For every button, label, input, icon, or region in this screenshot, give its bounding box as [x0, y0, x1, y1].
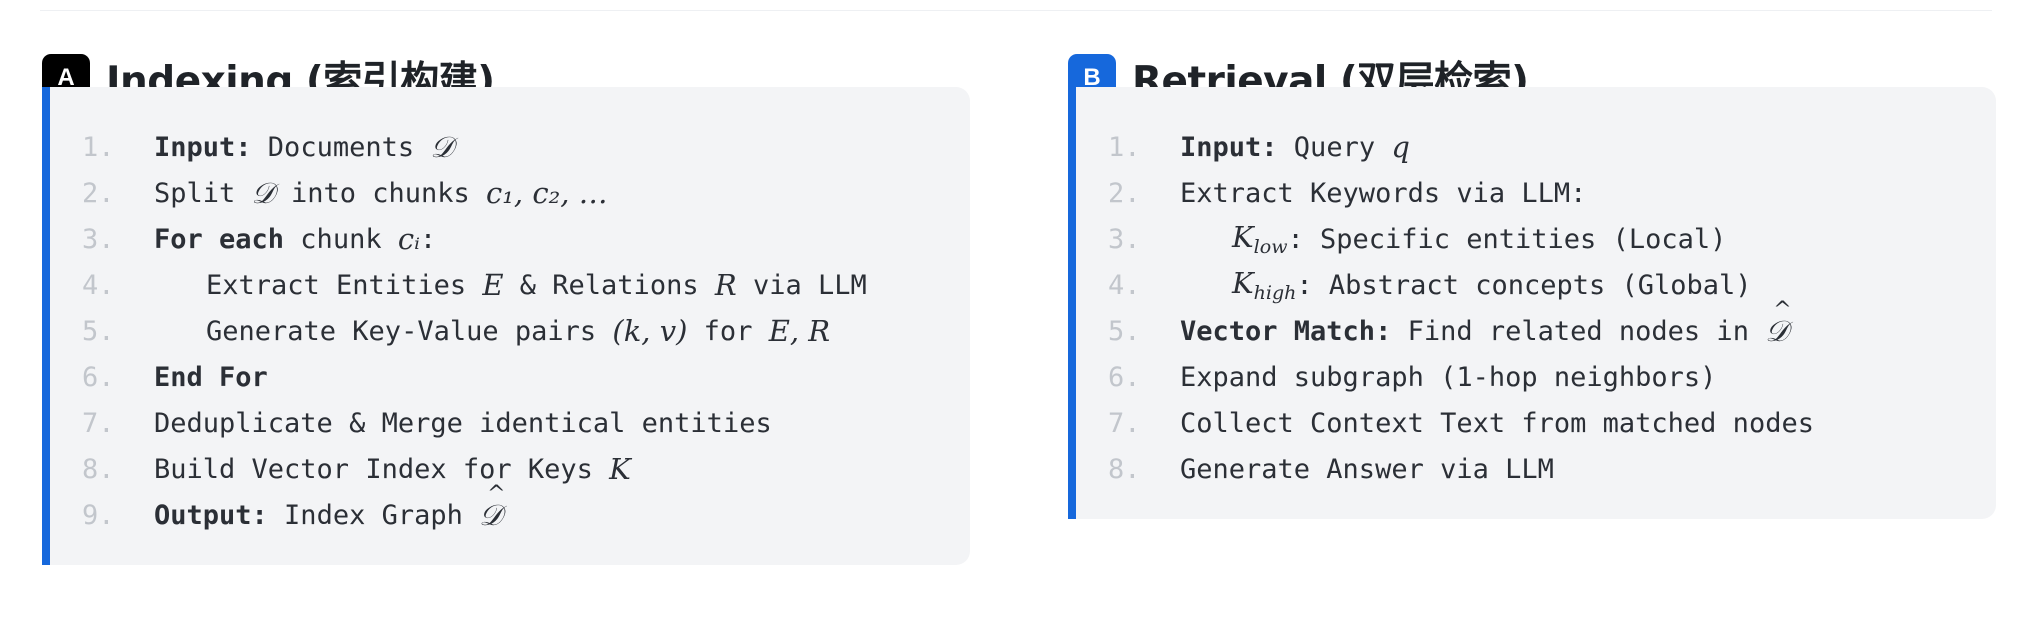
math-expression: cᵢ	[397, 222, 420, 256]
retrieval-step-6: 6. Expand subgraph (1-hop neighbors)	[1076, 354, 1996, 400]
math-expression: 𝒟	[430, 129, 454, 164]
retrieval-step-8: 8. Generate Answer via LLM	[1076, 446, 1996, 492]
step-text: Split	[154, 177, 252, 209]
indexing-step-7: 7. Deduplicate & Merge identical entitie…	[50, 400, 970, 446]
indexing-step-4: 4. Extract Entities E & Relations R via …	[50, 262, 970, 308]
line-number: 5.	[1108, 315, 1141, 347]
step-text: Extract Entities	[206, 269, 483, 301]
math-expression: c₁, c₂, …	[486, 176, 608, 210]
math-expression-hat: 𝒟	[1765, 298, 1792, 349]
math-expression: q	[1391, 130, 1410, 164]
retrieval-step-1: 1. Input: Query q	[1076, 124, 1996, 170]
math-expression: R	[714, 268, 737, 302]
indexing-step-6: 6. End For	[50, 354, 970, 400]
step-text: Generate Answer via LLM	[1180, 453, 1554, 485]
step-text: Index Graph	[267, 499, 480, 531]
line-number: 7.	[1108, 407, 1141, 439]
line-number: 9.	[82, 499, 115, 531]
retrieval-step-4: 4. Khigh : Abstract concepts (Global)	[1076, 262, 1996, 308]
line-number: 4.	[82, 269, 115, 301]
indexing-step-9: 9. Output: Index Graph 𝒟	[50, 482, 970, 538]
keyword: For each	[154, 223, 285, 255]
step-text: Extract Keywords via LLM:	[1180, 177, 1587, 209]
math-expression: E, R	[768, 314, 831, 348]
step-text: into chunks	[274, 177, 487, 209]
line-number: 8.	[1108, 453, 1141, 485]
line-number: 3.	[1108, 223, 1141, 255]
math-expression: Khigh	[1232, 266, 1296, 304]
retrieval-step-3: 3. Klow : Specific entities (Local)	[1076, 216, 1996, 262]
line-number: 1.	[1108, 131, 1141, 163]
step-text: :	[419, 223, 437, 255]
step-text: : Abstract concepts (Global)	[1296, 269, 1752, 301]
step-text: Query	[1277, 131, 1392, 163]
keyword: Vector Match:	[1180, 315, 1392, 347]
math-base: K	[1232, 220, 1254, 254]
step-text: chunk	[284, 223, 398, 255]
line-number: 2.	[82, 177, 115, 209]
step-text: Documents	[251, 131, 431, 163]
math-expression: Klow	[1232, 220, 1287, 258]
line-number: 4.	[1108, 269, 1141, 301]
step-text: Expand subgraph (1-hop neighbors)	[1180, 361, 1717, 393]
math-expression: E	[482, 268, 504, 302]
step-text: via LLM	[736, 269, 867, 301]
line-number: 5.	[82, 315, 115, 347]
step-text: & Relations	[503, 269, 715, 301]
line-number: 2.	[1108, 177, 1141, 209]
line-number: 6.	[82, 361, 115, 393]
indexing-step-5: 5. Generate Key-Value pairs (k, v) for E…	[50, 308, 970, 354]
keyword: Output:	[154, 499, 268, 531]
line-number: 6.	[1108, 361, 1141, 393]
step-text: for	[687, 315, 769, 347]
line-number: 7.	[82, 407, 115, 439]
line-number: 8.	[82, 453, 115, 485]
indexing-step-3: 3. For each chunk cᵢ :	[50, 216, 970, 262]
retrieval-step-7: 7. Collect Context Text from matched nod…	[1076, 400, 1996, 446]
math-expression: K	[609, 452, 631, 486]
math-base: K	[1232, 266, 1254, 300]
step-text: : Specific entities (Local)	[1287, 223, 1727, 255]
math-subscript: high	[1253, 282, 1297, 304]
keyword: Input:	[1180, 131, 1278, 163]
keyword: Input:	[154, 131, 252, 163]
indexing-algorithm-box: 1. Input: Documents 𝒟 2. Split 𝒟 into ch…	[42, 87, 970, 565]
math-expression: 𝒟	[251, 175, 275, 210]
line-number: 3.	[82, 223, 115, 255]
line-number: 1.	[82, 131, 115, 163]
retrieval-step-2: 2. Extract Keywords via LLM:	[1076, 170, 1996, 216]
indexing-step-8: 8. Build Vector Index for Keys K	[50, 446, 970, 492]
step-text: Generate Key-Value pairs	[206, 315, 613, 347]
step-text: Build Vector Index for Keys	[154, 453, 610, 485]
indexing-step-1: 1. Input: Documents 𝒟	[50, 124, 970, 170]
step-text: Find related nodes in	[1391, 315, 1766, 347]
step-text: Deduplicate & Merge identical entities	[154, 407, 772, 439]
step-text: Collect Context Text from matched nodes	[1180, 407, 1814, 439]
retrieval-step-5: 5. Vector Match: Find related nodes in 𝒟	[1076, 298, 1996, 354]
top-divider	[40, 0, 1992, 11]
math-subscript: low	[1253, 236, 1288, 258]
keyword: End For	[154, 361, 268, 393]
indexing-step-2: 2. Split 𝒟 into chunks c₁, c₂, …	[50, 170, 970, 216]
math-expression: (k, v)	[612, 314, 688, 348]
retrieval-algorithm-box: 1. Input: Query q 2. Extract Keywords vi…	[1068, 87, 1996, 519]
math-expression-hat: 𝒟	[479, 482, 506, 533]
